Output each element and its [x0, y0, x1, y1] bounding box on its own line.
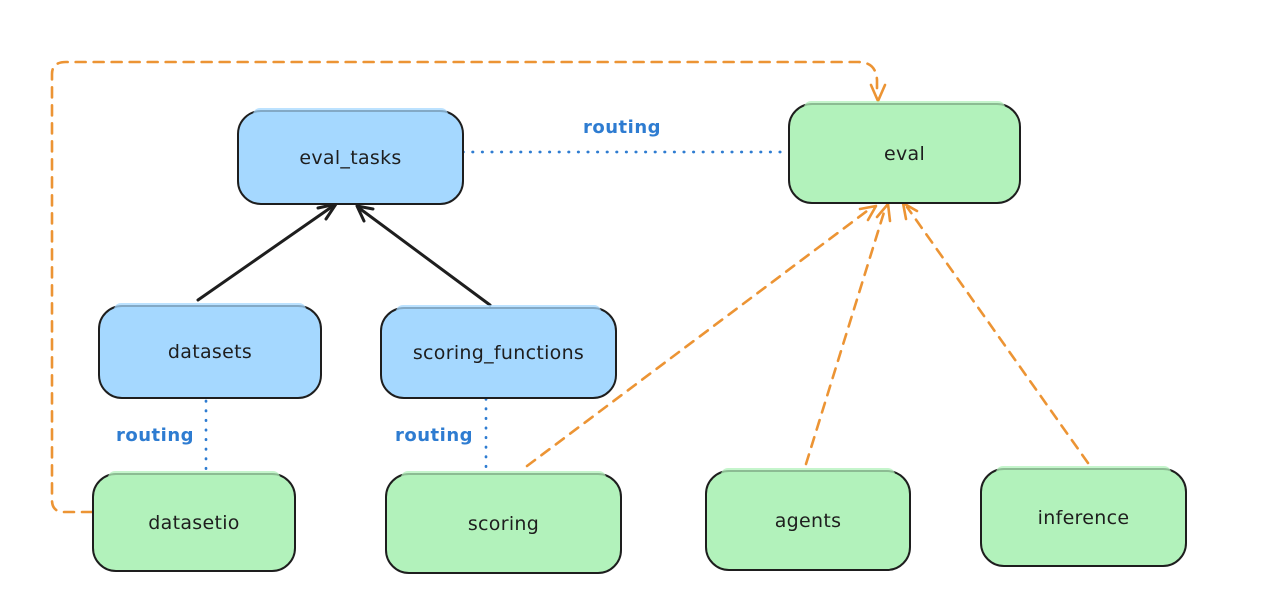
node-datasetio: datasetio	[92, 471, 296, 572]
arrow-datasets-to-eval_tasks	[196, 204, 335, 302]
arrow-datasetio-to-eval	[50, 60, 879, 514]
blue-dotted-routing-lines	[204, 150, 788, 473]
node-scoring-functions-label: scoring_functions	[412, 342, 585, 364]
routing-label-datasets-datasetio: routing	[115, 425, 195, 446]
arrowhead-agents-to-eval	[875, 202, 892, 223]
arrowhead-scoring-to-eval	[858, 204, 878, 222]
arrowhead-scoring_functions-to-eval_tasks	[355, 204, 375, 223]
node-datasetio-label: datasetio	[148, 511, 240, 534]
node-eval-tasks: eval_tasks	[237, 108, 464, 205]
orange-dashed-arrows	[50, 60, 1090, 514]
node-eval: eval	[788, 101, 1021, 204]
node-inference: inference	[980, 466, 1187, 567]
node-scoring: scoring	[385, 471, 622, 574]
routing-label-eval_tasks-eval: routing	[582, 117, 662, 138]
routing-label-scoring_functions-scoring: routing	[394, 425, 474, 446]
node-agents: agents	[705, 468, 911, 571]
node-scoring-label: scoring	[467, 512, 540, 535]
node-eval-label: eval	[883, 142, 926, 165]
node-datasets: datasets	[98, 303, 322, 399]
node-inference-label: inference	[1037, 506, 1130, 529]
node-datasets-label: datasets	[167, 341, 253, 363]
arrow-inference-to-eval	[905, 205, 1090, 465]
arrow-scoring_functions-to-eval_tasks	[357, 206, 492, 307]
arrow-agents-to-eval	[804, 207, 887, 466]
node-agents-label: agents	[774, 509, 842, 532]
black-solid-arrows	[196, 202, 492, 307]
node-scoring-functions: scoring_functions	[380, 305, 617, 399]
node-eval-tasks-label: eval_tasks	[299, 146, 402, 169]
arrow-scoring-to-eval	[525, 206, 873, 468]
